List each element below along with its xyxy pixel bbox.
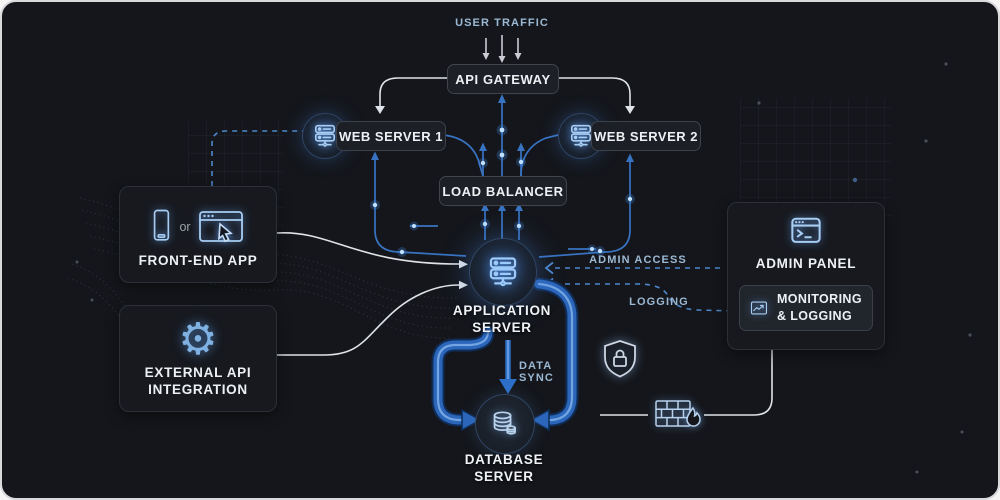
white-connections [276, 77, 773, 416]
logging-label: LOGGING [629, 296, 689, 308]
user-traffic-arrows [485, 35, 519, 57]
web-server-1-label: WEB SERVER 1 [338, 128, 443, 144]
server-stack-icon [489, 257, 517, 287]
server-stack-icon [570, 124, 592, 147]
database-server-label: DATABASE SERVER [464, 452, 544, 485]
monitoring-logging-label: MONITORING & LOGGING [776, 292, 862, 323]
terminal-icon [791, 217, 821, 243]
load-balancer-label: LOAD BALANCER [442, 183, 564, 199]
firewall-icon [648, 394, 704, 434]
database-server-icon-circle [475, 394, 535, 454]
server-stack-icon [314, 124, 336, 147]
admin-panel-label: ADMIN PANEL [755, 256, 857, 271]
web-server-2-label: WEB SERVER 2 [593, 128, 698, 144]
white-arrowheads [375, 106, 635, 290]
browser-cursor-icon [198, 210, 243, 242]
monitoring-logging-box: MONITORING & LOGGING [739, 284, 873, 331]
line-chart-icon [750, 300, 768, 315]
database-icon [493, 411, 516, 435]
external-api-card: ⚙ EXTERNAL API INTEGRATION [119, 305, 277, 412]
or-label: or [179, 219, 191, 234]
data-pipes [431, 277, 579, 427]
application-server-icon-circle [469, 238, 537, 306]
dashed-connections [211, 130, 738, 312]
web-server-2-node: WEB SERVER 2 [591, 121, 701, 151]
web-server-1-node: WEB SERVER 1 [336, 121, 446, 151]
front-end-app-card: or FRONT-END APP [119, 186, 277, 283]
external-api-label: EXTERNAL API INTEGRATION [144, 364, 252, 398]
blue-arrowheads [371, 94, 634, 211]
shield-lock-icon [604, 340, 636, 378]
circuit-glow-dots [370, 124, 635, 257]
user-traffic-label: USER TRAFFIC [455, 17, 549, 29]
load-balancer-node: LOAD BALANCER [439, 176, 567, 206]
admin-access-label: ADMIN ACCESS [589, 254, 687, 266]
decorative-grid [740, 98, 892, 216]
user-traffic-arrowheads [482, 53, 522, 63]
data-sync-label: DATA SYNC [519, 360, 554, 384]
front-end-app-label: FRONT-END APP [138, 253, 258, 269]
api-gateway-label: API GATEWAY [455, 71, 551, 87]
pipe-arrowheads [461, 408, 550, 432]
application-server-label: APPLICATION SERVER [452, 303, 552, 336]
smartphone-icon [154, 209, 170, 241]
gear-icon: ⚙ [178, 315, 218, 364]
admin-panel-card: ADMIN PANEL MONITORING & LOGGING [727, 202, 885, 350]
data-sync-arrow [499, 340, 517, 394]
api-gateway-node: API GATEWAY [447, 64, 559, 94]
front-end-icons-row: or [150, 201, 245, 252]
